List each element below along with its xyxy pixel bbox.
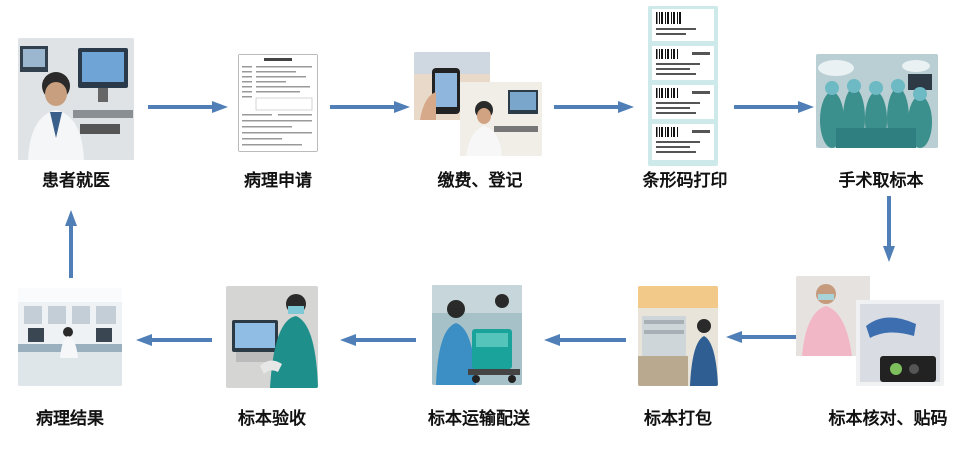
- step-label-specimen-acceptance: 标本验收: [238, 409, 306, 429]
- doctor-at-computer-photo: [18, 38, 134, 160]
- step-label-payment-registration: 缴费、登记: [437, 171, 523, 191]
- step-label-specimen-verify: 标本核对、贴码: [828, 409, 948, 429]
- step-label-specimen-packing: 标本打包: [644, 409, 712, 429]
- step-label-specimen-transport: 标本运输配送: [428, 409, 530, 429]
- pathology-lab-photo: [18, 288, 122, 386]
- step-label-pathology-request: 病理申请: [244, 171, 312, 191]
- arrow-left-1: [726, 331, 796, 343]
- arrow-left-3: [340, 334, 416, 346]
- payment-registration-photo: [414, 52, 542, 156]
- specimen-packing-photo: [638, 286, 718, 386]
- step-label-barcode-print: 条形码打印: [642, 171, 728, 191]
- arrow-right-3: [554, 101, 634, 113]
- pathology-request-form-image: [238, 54, 318, 152]
- arrow-right-1: [148, 101, 228, 113]
- arrow-up: [65, 210, 77, 278]
- step-label-surgery-specimen: 手术取标本: [838, 171, 924, 191]
- surgery-specimen-photo: [816, 54, 938, 148]
- step-label-patient-visit: 患者就医: [42, 171, 110, 191]
- barcode-labels-image: [648, 6, 718, 166]
- arrow-right-4: [734, 101, 814, 113]
- specimen-verify-label-photo: [796, 276, 944, 386]
- arrow-left-4: [136, 334, 212, 346]
- arrow-right-2: [330, 101, 410, 113]
- specimen-transport-photo: [432, 285, 522, 385]
- specimen-acceptance-photo: [226, 286, 318, 388]
- arrow-left-2: [544, 334, 626, 346]
- arrow-down: [883, 196, 895, 262]
- step-label-pathology-result: 病理结果: [36, 409, 104, 429]
